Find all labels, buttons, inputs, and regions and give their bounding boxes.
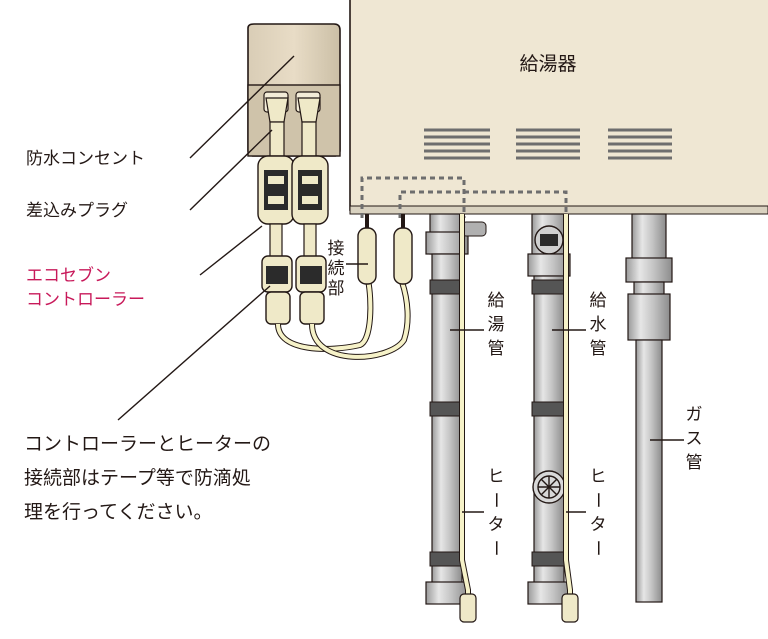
cold-pipe-label-char: 給 [590,291,607,311]
heater-label-char: ー [587,492,607,509]
hot-pipe-label: 給 湯 管 [488,291,505,359]
heater-label-char: ヒ [590,467,607,487]
gas-pipe-label-char: ガ [686,405,703,425]
leader-lines [117,55,684,513]
gas-pipe-label: ガ ス 管 [686,405,703,473]
junction-label: 接 続 部 [328,239,345,299]
junction-label-char: 部 [328,279,345,299]
plug-right [297,97,321,157]
controller-label-line1: エコセブン [26,265,111,286]
junction-connectors [357,214,413,285]
heater-label-char: ヒ [488,467,505,487]
controller-left [257,155,295,325]
heater-label-char: ー [485,540,505,557]
hot-pipe-label-char: 湯 [488,315,505,335]
controller-label-line2: コントローラー [26,290,145,310]
cable-route-dashed [360,176,568,218]
plug-label: 差込みプラグ [26,201,128,221]
heater-label-char: ー [485,492,505,509]
note-line-3: 理を行ってください。 [24,501,212,523]
cold-pipe-label-char: 管 [590,339,607,359]
water-heater-label: 給湯器 [519,53,576,75]
cold-pipe-label: 給 水 管 [590,291,607,359]
gas-pipe [625,213,673,603]
gas-pipe-label-char: ス [686,429,703,449]
junction-label-char: 接 [328,239,345,259]
note-line-1: コントローラーとヒーターの [24,433,271,455]
waterproof-outlet-box [247,23,341,157]
hot-water-pipe [425,213,487,623]
gas-pipe-label-char: 管 [686,453,703,473]
note-line-2: 接続部はテープ等で防滴処 [24,467,251,489]
heater-label-char: ー [587,540,607,557]
plug-left [265,97,289,157]
junction-label-char: 続 [328,259,345,279]
hot-pipe-label-char: 給 [488,291,505,311]
cold-pipe-label-char: 水 [590,315,607,335]
heater-label-char: タ [590,515,607,535]
heater-label-hot: ヒ ー タ ー [485,467,505,557]
valve-handle-icon [537,475,561,499]
water-heater: 給湯器 [349,0,768,215]
heater-label-char: タ [488,515,505,535]
controller-cables [275,279,411,360]
heater-label-cold: ヒ ー タ ー [587,467,607,557]
note-text: コントローラーとヒーターの 接続部はテープ等で防滴処 理を行ってください。 [24,433,271,523]
vent-grille [424,128,672,160]
hot-pipe-label-char: 管 [488,339,505,359]
outlet-label: 防水コンセント [26,149,145,169]
cold-water-pipe [527,213,579,623]
controller-right [291,155,329,325]
